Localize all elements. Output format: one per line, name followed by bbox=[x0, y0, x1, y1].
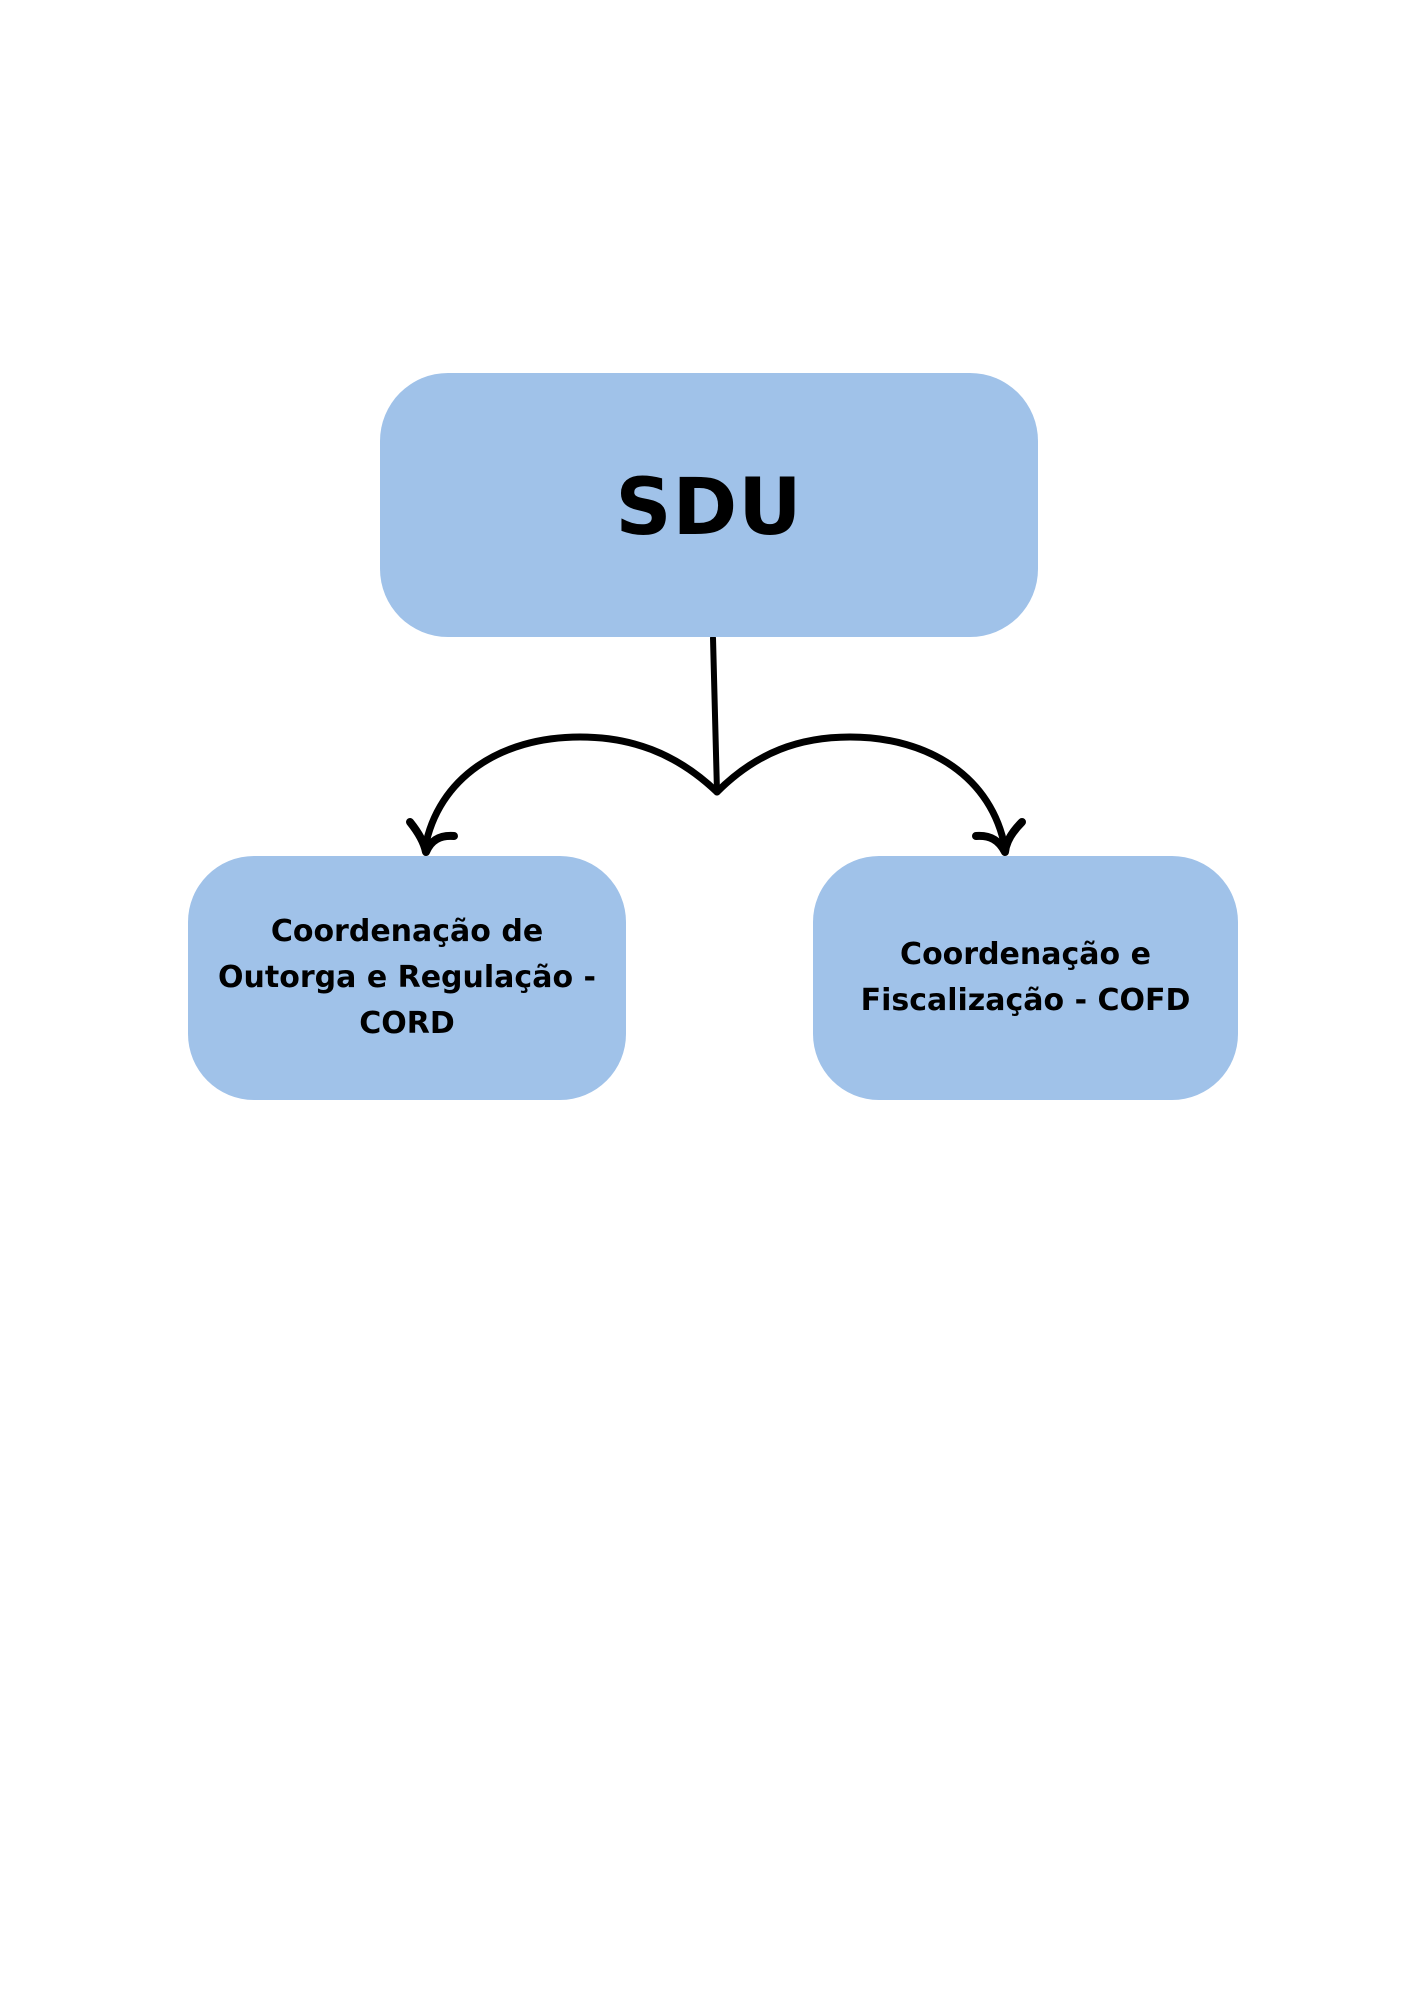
left-branch-arrow bbox=[421, 733, 721, 852]
left-arrowhead-icon bbox=[406, 818, 458, 856]
right-branch-arrow bbox=[713, 733, 1009, 852]
child-node-label: Coordenação e Fiscalização - COFD bbox=[860, 937, 1191, 1018]
root-node-sdu: SDU bbox=[380, 373, 1038, 637]
root-stem-line bbox=[710, 635, 720, 795]
root-node-label: SDU bbox=[615, 463, 803, 553]
child-node-label: Coordenação de Outorga e Regulação - COR… bbox=[218, 914, 596, 1041]
child-node-cord: Coordenação de Outorga e Regulação - COR… bbox=[188, 856, 626, 1100]
child-node-cofd: Coordenação e Fiscalização - COFD bbox=[813, 856, 1238, 1100]
right-arrowhead-icon bbox=[972, 818, 1026, 856]
